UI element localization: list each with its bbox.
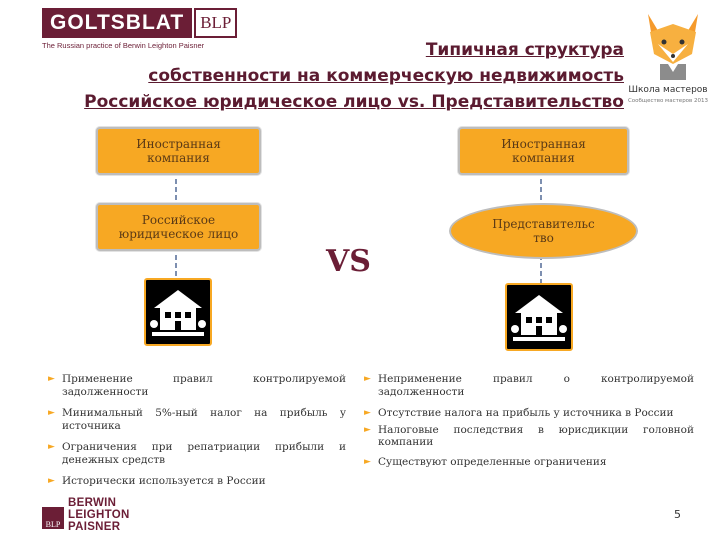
representative-office-oval: Представительс тво (449, 203, 638, 259)
fox-icon (648, 14, 698, 80)
blp-footer-logo: BLP BERWIN LEIGHTON PAISNER (42, 497, 130, 533)
list-item: Ограничения при репатриации прибыли и де… (48, 441, 346, 466)
page-number: 5 (674, 508, 681, 521)
footer-line-1: BERWIN (68, 497, 117, 509)
russian-legal-entity-label: Российское юридическое лицо (118, 213, 239, 241)
building-icon (505, 283, 573, 351)
footer-blp-mark: BLP (42, 507, 64, 529)
list-item: Неприменение правил о контролируемой зад… (364, 373, 694, 398)
left-foreign-company-box: Иностранная компания (96, 127, 261, 175)
right-foreign-company-label: Иностранная компания (501, 137, 586, 165)
footer-line-2: LEIGHTON (68, 509, 130, 521)
footer-line-3: PAISNER (68, 521, 121, 533)
logo-blp-text: BLP (194, 8, 238, 38)
logo-subtitle: The Russian practice of Berwin Leighton … (42, 41, 205, 50)
title-line-1: Типичная структура (425, 40, 624, 60)
representative-office-label: Представительс тво (492, 217, 595, 245)
russian-legal-entity-box: Российское юридическое лицо (96, 203, 261, 251)
school-badge: Школа мастеров Сообщество мастеров 2013 (623, 10, 713, 110)
footer-firm-name: BERWIN LEIGHTON PAISNER (68, 497, 130, 533)
list-item: Минимальный 5%-ный налог на прибыль у ис… (48, 407, 346, 432)
left-foreign-company-label: Иностранная компания (136, 137, 221, 165)
logo-main-text: GOLTSBLAT (42, 8, 193, 38)
list-item: Налоговые последствия в юрисдикции голов… (364, 424, 694, 449)
list-item: Отсутствие налога на прибыль у источника… (364, 407, 694, 420)
goltsblat-logo: GOLTSBLAT BLP (42, 8, 238, 38)
title-line-2: собственности на коммерческую недвижимос… (148, 66, 624, 86)
vs-label: VS (326, 244, 371, 279)
right-foreign-company-box: Иностранная компания (458, 127, 629, 175)
school-sub: Сообщество мастеров 2013 (627, 98, 709, 104)
list-item: Исторически используется в России (48, 475, 346, 488)
list-item: Применение правил контролируемой задолже… (48, 373, 346, 398)
representative-office-features-list: Неприменение правил о контролируемой зад… (364, 373, 694, 475)
building-icon (144, 278, 212, 346)
list-item: Существуют определенные ограничения (364, 456, 694, 469)
school-label: Школа мастеров (628, 85, 708, 95)
russian-entity-features-list: Применение правил контролируемой задолже… (48, 373, 346, 497)
title-line-3: Российское юридическое лицо vs. Представ… (84, 92, 624, 112)
